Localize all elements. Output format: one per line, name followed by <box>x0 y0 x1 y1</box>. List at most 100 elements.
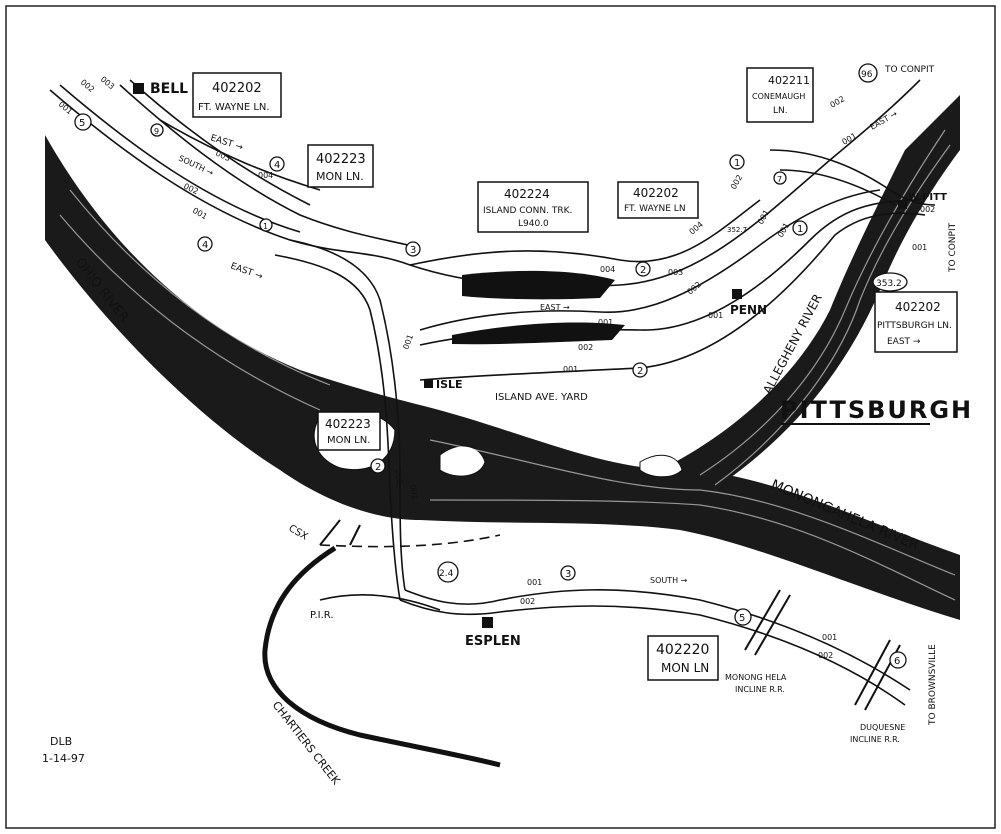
svg-text:MON LN.: MON LN. <box>327 435 370 446</box>
direction-east-top: EAST → <box>869 109 900 132</box>
svg-text:3: 3 <box>410 245 416 256</box>
svg-text:002: 002 <box>578 343 593 352</box>
confluence-islet <box>639 454 683 478</box>
confluence-islet <box>439 445 486 477</box>
map-title: PITTSBURGH <box>780 396 973 424</box>
svg-text:001: 001 <box>57 100 74 117</box>
bell-label: BELL <box>150 81 188 97</box>
svg-text:1: 1 <box>263 222 268 231</box>
svg-text:402202: 402202 <box>895 300 941 314</box>
island-yard-block-lower <box>452 322 625 345</box>
monongahela-river <box>420 405 960 620</box>
svg-text:002: 002 <box>79 78 96 95</box>
svg-text:2: 2 <box>637 366 643 377</box>
wpitt-label: W.PITT <box>908 192 947 203</box>
svg-text:002: 002 <box>729 173 744 191</box>
brownsville-label: TO BROWNSVILLE <box>928 644 938 726</box>
river-texture <box>59 129 956 601</box>
svg-text:4: 4 <box>274 160 280 171</box>
svg-text:EAST →: EAST → <box>887 337 921 347</box>
svg-text:001: 001 <box>756 208 771 226</box>
svg-text:001: 001 <box>822 633 837 642</box>
svg-text:2: 2 <box>640 265 646 276</box>
box-island: 402224 ISLAND CONN. TRK. L940.0 <box>477 181 589 233</box>
svg-text:402202: 402202 <box>633 186 679 200</box>
box-mon-top: 402223 MON LN. <box>307 144 374 188</box>
box-conemaugh: 402211 CONEMAUGH LN. <box>746 67 814 123</box>
svg-text:003: 003 <box>99 75 116 92</box>
svg-text:402211: 402211 <box>768 74 810 87</box>
conpit-right-label: TO CONPIT <box>948 222 958 273</box>
isle-station-marker <box>424 379 433 388</box>
svg-text:402202: 402202 <box>212 81 262 96</box>
svg-text:002: 002 <box>829 94 847 109</box>
box-mon-esplen: 402220 MON LN <box>647 635 719 681</box>
svg-text:001: 001 <box>912 243 927 252</box>
island-yard-block-upper <box>462 270 615 300</box>
svg-text:MON LN.: MON LN. <box>316 170 364 183</box>
svg-text:002: 002 <box>520 597 535 606</box>
svg-text:003: 003 <box>214 149 232 164</box>
svg-text:2.4: 2.4 <box>439 569 454 579</box>
svg-text:002: 002 <box>818 651 833 660</box>
svg-text:MON LN: MON LN <box>661 661 709 675</box>
svg-text:003: 003 <box>668 268 683 277</box>
duquesne-incline-label: DUQUESNE <box>860 723 905 732</box>
allegheny-river <box>660 95 960 485</box>
esplen-station-marker <box>482 617 493 628</box>
svg-text:402223: 402223 <box>316 152 366 167</box>
box-mon-isle: 402223 MON LN. <box>317 411 381 451</box>
svg-text:002: 002 <box>393 469 405 486</box>
direction-east-2: EAST → <box>229 261 264 282</box>
svg-text:004: 004 <box>600 265 615 274</box>
svg-text:5: 5 <box>79 118 85 129</box>
svg-text:002: 002 <box>920 205 935 214</box>
svg-text:ISLAND CONN. TRK.: ISLAND CONN. TRK. <box>483 206 572 216</box>
svg-text:402224: 402224 <box>504 187 550 201</box>
svg-text:001: 001 <box>408 484 420 501</box>
box-bell-ftwayne: 402202 FT. WAYNE LN. <box>192 72 282 118</box>
pir-label: P.I.R. <box>310 610 334 621</box>
box-ftwayne-mid: 402202 FT. WAYNE LN <box>617 181 699 219</box>
direction-east-1: EAST → <box>209 133 244 153</box>
isle-label: ISLE <box>436 378 463 391</box>
csx-label: CSX <box>287 523 310 543</box>
conpit-top-label: TO CONPIT <box>884 65 935 75</box>
svg-text:4: 4 <box>202 240 208 251</box>
svg-text:FT. WAYNE LN.: FT. WAYNE LN. <box>198 102 270 113</box>
svg-text:402220: 402220 <box>656 642 709 658</box>
svg-text:9: 9 <box>154 127 159 136</box>
svg-text:PITTSBURGH LN.: PITTSBURGH LN. <box>877 321 952 331</box>
svg-text:2: 2 <box>375 462 381 473</box>
svg-text:1: 1 <box>734 158 740 169</box>
monongahela-incline-label-2: INCLINE R.R. <box>735 685 785 694</box>
bell-station-marker <box>133 83 144 94</box>
svg-text:6: 6 <box>894 656 900 667</box>
direction-south-low: SOUTH → <box>650 576 688 585</box>
svg-text:402223: 402223 <box>325 417 371 431</box>
box-pittsburgh: 402202 PITTSBURGH LN. EAST → <box>874 291 958 353</box>
direction-east-mid: EAST → <box>540 303 570 312</box>
svg-text:001: 001 <box>598 318 613 327</box>
svg-text:001: 001 <box>527 578 542 587</box>
svg-text:7: 7 <box>777 175 782 184</box>
svg-text:FT. WAYNE LN: FT. WAYNE LN <box>624 204 686 214</box>
map-border <box>5 5 996 829</box>
svg-text:3: 3 <box>565 569 571 580</box>
chartiers-creek <box>262 545 501 768</box>
svg-text:LN.: LN. <box>773 106 788 116</box>
circled-numbers: 5 4 4 3 2 2 1 1 5 6 2 3 96 2.4 353.2 9 7… <box>74 63 908 669</box>
svg-text:CONEMAUGH: CONEMAUGH <box>752 92 805 101</box>
duquesne-incline-label-2: INCLINE R.R. <box>850 735 900 744</box>
svg-text:1: 1 <box>797 224 803 235</box>
svg-text:002: 002 <box>686 280 703 297</box>
svg-text:001: 001 <box>401 333 415 350</box>
svg-text:96: 96 <box>861 70 873 80</box>
tracks <box>49 79 936 706</box>
svg-text:L940.0: L940.0 <box>518 219 549 229</box>
svg-text:001: 001 <box>563 365 578 374</box>
penn-station-marker <box>732 289 742 299</box>
monongahela-incline-label: MONONG HELA <box>725 673 787 682</box>
svg-text:001: 001 <box>708 311 723 320</box>
